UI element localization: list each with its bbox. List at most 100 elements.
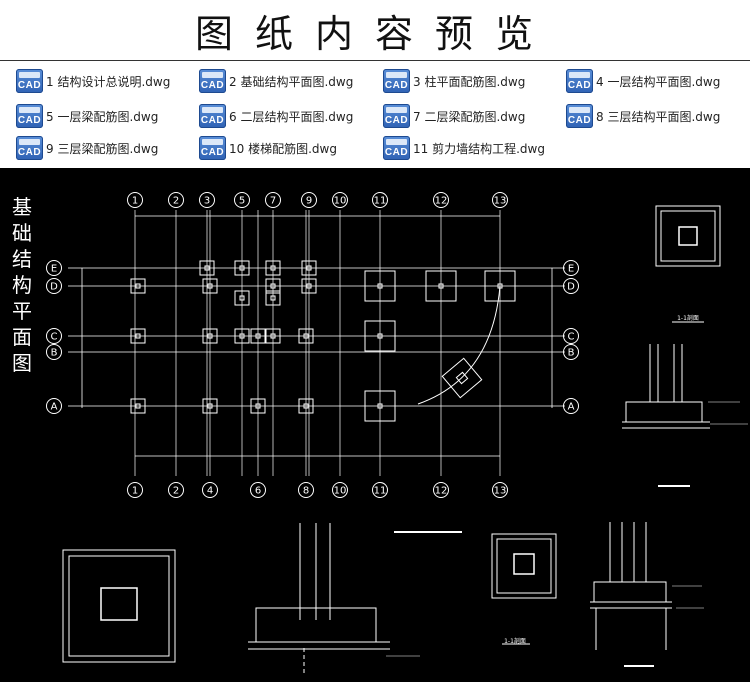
- footing: [250, 398, 266, 414]
- file-name: 3 柱平面配筋图.dwg: [413, 74, 526, 89]
- footing: [364, 270, 396, 302]
- section-label-1: 1-1剖面: [677, 314, 699, 322]
- axis-bubble-top-3: 3: [199, 192, 215, 208]
- axis-bubble-bottom-11: 11: [372, 482, 388, 498]
- axis-bubble-top-12: 12: [433, 192, 449, 208]
- svg-text:1: 1: [132, 486, 138, 497]
- svg-text:A: A: [51, 402, 58, 413]
- file-name: 9 三层梁配筋图.dwg: [46, 141, 159, 156]
- cad-file-icon: CAD: [383, 136, 410, 160]
- footing: [425, 270, 457, 302]
- footing: [364, 320, 396, 352]
- axis-bubble-left-B: B: [46, 344, 62, 360]
- svg-text:B: B: [51, 348, 58, 359]
- axis-bubble-right-E: E: [563, 260, 579, 276]
- file-name: 8 三层结构平面图.dwg: [596, 109, 721, 124]
- axis-bubble-bottom-6: 6: [250, 482, 266, 498]
- footing: [130, 328, 146, 344]
- file-name: 10 楼梯配筋图.dwg: [229, 141, 337, 156]
- footing: [234, 328, 250, 344]
- svg-text:11: 11: [374, 196, 387, 207]
- file-name: 5 一层梁配筋图.dwg: [46, 109, 159, 124]
- footing: [265, 260, 281, 276]
- page-title: 图纸内容预览: [194, 11, 555, 56]
- axis-bubble-left-E: E: [46, 260, 62, 276]
- axis-bubble-top-2: 2: [168, 192, 184, 208]
- footing: [202, 278, 218, 294]
- footing: [202, 328, 218, 344]
- cad-file-icon: CAD: [199, 136, 226, 160]
- axis-bubble-top-10: 10: [332, 192, 348, 208]
- axis-bubble-top-1: 1: [127, 192, 143, 208]
- cad-file-icon: CAD: [199, 69, 226, 93]
- axis-bubble-bottom-8: 8: [298, 482, 314, 498]
- footing: [199, 260, 215, 276]
- svg-text:C: C: [51, 332, 58, 343]
- axis-bubble-right-C: C: [563, 328, 579, 344]
- axis-bubble-top-7: 7: [265, 192, 281, 208]
- footing: [250, 328, 266, 344]
- cad-file-icon: CAD: [16, 69, 43, 93]
- svg-text:D: D: [567, 282, 575, 293]
- axis-bubble-top-9: 9: [301, 192, 317, 208]
- svg-text:8: 8: [303, 486, 309, 497]
- title-divider: [0, 60, 750, 61]
- cad-file-icon: CAD: [566, 104, 593, 128]
- svg-text:A: A: [568, 402, 575, 413]
- footing: [265, 290, 281, 306]
- footing: [265, 278, 281, 294]
- footing: [301, 278, 317, 294]
- svg-text:D: D: [50, 282, 58, 293]
- axis-bubble-bottom-4: 4: [202, 482, 218, 498]
- axis-bubble-bottom-1: 1: [127, 482, 143, 498]
- svg-text:6: 6: [255, 486, 261, 497]
- cad-file-icon: CAD: [383, 69, 410, 93]
- svg-text:E: E: [51, 264, 57, 275]
- drawing-vertical-title: 基础结构平面图: [12, 195, 32, 375]
- axis-bubble-bottom-2: 2: [168, 482, 184, 498]
- footing: [130, 278, 146, 294]
- axis-bubble-right-D: D: [563, 278, 579, 294]
- svg-text:12: 12: [435, 486, 448, 497]
- footing: [234, 260, 250, 276]
- cad-file-icon: CAD: [566, 69, 593, 93]
- cad-file-icon: CAD: [383, 104, 410, 128]
- file-name: 2 基础结构平面图.dwg: [229, 74, 354, 89]
- axis-bubble-top-13: 13: [492, 192, 508, 208]
- svg-text:2: 2: [173, 486, 179, 497]
- svg-text:5: 5: [239, 196, 245, 207]
- svg-text:B: B: [568, 348, 575, 359]
- footing: [364, 390, 396, 422]
- axis-bubble-left-A: A: [46, 398, 62, 414]
- axis-bubble-right-A: A: [563, 398, 579, 414]
- section-label-2: 1-1剖面: [504, 637, 526, 645]
- file-name: 4 一层结构平面图.dwg: [596, 74, 721, 89]
- axis-bubble-top-11: 11: [372, 192, 388, 208]
- axis-bubble-top-5: 5: [234, 192, 250, 208]
- svg-text:11: 11: [374, 486, 387, 497]
- svg-text:1: 1: [132, 196, 138, 207]
- svg-text:2: 2: [173, 196, 179, 207]
- footing: [265, 328, 281, 344]
- svg-text:3: 3: [204, 196, 210, 207]
- file-name: 6 二层结构平面图.dwg: [229, 109, 354, 124]
- svg-text:9: 9: [306, 196, 312, 207]
- svg-text:10: 10: [334, 486, 347, 497]
- footing: [202, 398, 218, 414]
- svg-text:13: 13: [494, 486, 507, 497]
- axis-bubble-right-B: B: [563, 344, 579, 360]
